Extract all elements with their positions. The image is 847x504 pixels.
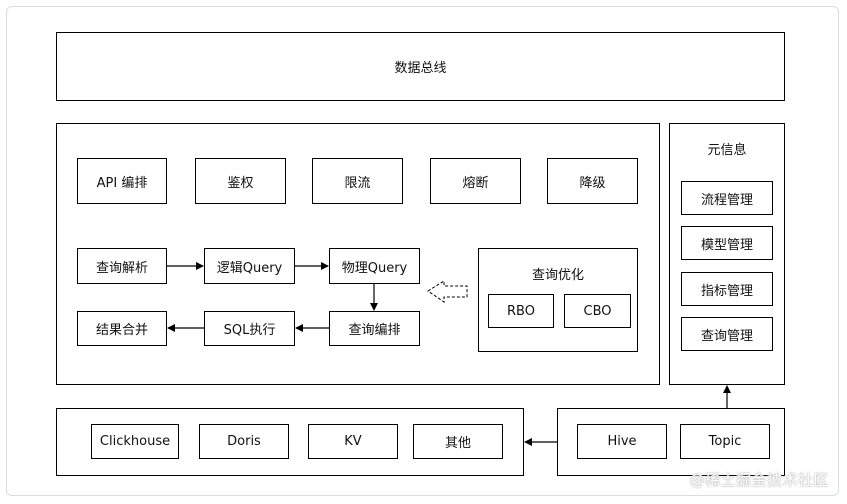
doris-box: Doris xyxy=(199,424,289,459)
physical-query-box: 物理Query xyxy=(329,248,420,284)
circuit-breaker-label: 熔断 xyxy=(462,175,489,191)
result-merge-box: 结果合并 xyxy=(77,311,167,346)
query-management-box: 查询管理 xyxy=(681,317,773,351)
metric-management-box: 指标管理 xyxy=(681,272,773,306)
hive-box: Hive xyxy=(577,424,667,459)
other-engine-box: 其他 xyxy=(413,424,503,459)
authentication-box: 鉴权 xyxy=(195,158,286,204)
sql-execution-label: SQL执行 xyxy=(223,323,276,338)
metric-management-label: 指标管理 xyxy=(700,283,753,299)
process-management-box: 流程管理 xyxy=(681,181,773,215)
degradation-box: 降级 xyxy=(547,158,638,204)
authentication-label: 鉴权 xyxy=(227,175,254,191)
data-bus-label: 数据总线 xyxy=(394,61,447,76)
dashed-arrow-optimizer-to-physical xyxy=(427,280,468,303)
rbo-label: RBO xyxy=(507,303,535,319)
query-parse-box: 查询解析 xyxy=(77,248,167,284)
kv-box: KV xyxy=(308,424,398,459)
result-merge-label: 结果合并 xyxy=(95,323,148,338)
doris-label: Doris xyxy=(227,434,261,449)
query-parse-label: 查询解析 xyxy=(95,260,148,276)
api-orchestration-box: API 编排 xyxy=(77,158,167,204)
cbo-label: CBO xyxy=(583,303,612,319)
hive-label: Hive xyxy=(607,434,637,449)
other-engine-label: 其他 xyxy=(444,436,471,451)
api-orchestration-label: API 编排 xyxy=(96,175,148,191)
clickhouse-label: Clickhouse xyxy=(99,434,171,449)
query-orchestration-box: 查询编排 xyxy=(329,311,420,346)
physical-query-label: 物理Query xyxy=(341,260,408,276)
process-management-label: 流程管理 xyxy=(700,192,753,208)
kv-label: KV xyxy=(344,434,362,449)
circuit-breaker-box: 熔断 xyxy=(430,158,521,204)
rate-limiting-box: 限流 xyxy=(312,158,403,204)
clickhouse-box: Clickhouse xyxy=(91,424,179,459)
query-optimizer-title: 查询优化 xyxy=(531,268,584,283)
cbo-box: CBO xyxy=(564,294,631,328)
query-orchestration-label: 查询编排 xyxy=(348,323,401,338)
model-management-label: 模型管理 xyxy=(700,237,753,253)
degradation-label: 降级 xyxy=(579,175,606,191)
model-management-box: 模型管理 xyxy=(681,226,773,260)
watermark-text: @稀土掘金技术社区 xyxy=(689,471,829,489)
logical-query-box: 逻辑Query xyxy=(204,248,295,284)
query-management-label: 查询管理 xyxy=(700,328,753,344)
sql-execution-box: SQL执行 xyxy=(204,311,295,346)
logical-query-label: 逻辑Query xyxy=(216,260,283,276)
metadata-title: 元信息 xyxy=(707,143,747,158)
topic-box: Topic xyxy=(680,424,770,459)
data-bus-box: 数据总线 xyxy=(56,32,785,101)
rate-limiting-label: 限流 xyxy=(344,175,371,191)
topic-label: Topic xyxy=(708,434,742,449)
rbo-box: RBO xyxy=(488,294,554,328)
